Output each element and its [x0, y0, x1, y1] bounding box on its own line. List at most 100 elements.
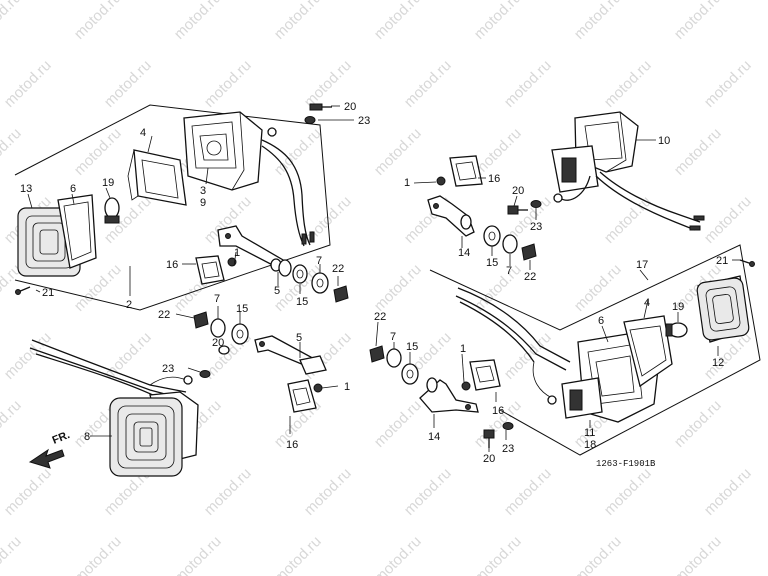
part-label-7: 7: [316, 255, 322, 267]
clip-16-lower: [287, 379, 317, 413]
collar-upper: [278, 259, 292, 277]
screw-21-left: [15, 286, 31, 295]
part-label-8: 8: [84, 431, 90, 443]
part-label-16: 16: [286, 439, 298, 451]
watermark-text: motod.ru: [71, 0, 125, 43]
part-label-19: 19: [672, 301, 684, 313]
watermark-text: motod.ru: [71, 533, 125, 576]
part-label-5: 5: [296, 332, 302, 344]
lamp-8: [109, 391, 199, 477]
watermark-text: motod.ru: [0, 0, 25, 43]
watermark-text: motod.ru: [601, 193, 655, 247]
part-label-1: 1: [404, 177, 410, 189]
watermark-text: motod.ru: [701, 193, 755, 247]
washer-23-right: [530, 200, 542, 208]
part-label-6: 6: [598, 315, 604, 327]
front-left-lower-assembly: [28, 339, 199, 477]
bulb-19: [104, 197, 120, 224]
watermark-text: motod.ru: [601, 57, 655, 111]
washer-23-top: [304, 116, 316, 124]
watermark-text: motod.ru: [501, 465, 555, 519]
washer-7-center: [386, 348, 402, 368]
watermark-text: motod.ru: [371, 261, 425, 315]
watermark-text: motod.ru: [501, 57, 555, 111]
part-label-22: 22: [332, 263, 344, 275]
nut-1-center: [461, 381, 471, 391]
clip-16-right: [449, 155, 483, 187]
washer-7-right: [502, 234, 518, 254]
watermark-text: motod.ru: [271, 533, 325, 576]
watermark-text: motod.ru: [671, 0, 725, 43]
wire-lower-a: [31, 339, 187, 393]
part-label-21: 21: [716, 255, 728, 267]
watermark-text: motod.ru: [371, 533, 425, 576]
watermark-text: motod.ru: [571, 0, 625, 43]
part-label-1: 1: [344, 381, 350, 393]
part-label-20: 20: [512, 185, 524, 197]
grommet-15-upper: [292, 264, 308, 284]
part-label-12: 12: [712, 357, 724, 369]
watermark-text: motod.ru: [0, 533, 25, 576]
part-label-17: 17: [636, 259, 648, 271]
part-label-15: 15: [236, 303, 248, 315]
nut-22-left: [193, 311, 209, 329]
part-label-20: 20: [344, 101, 356, 113]
watermark-text: motod.ru: [1, 57, 55, 111]
watermark-text: motod.ru: [71, 125, 125, 179]
washer-7-left: [210, 318, 226, 338]
part-label-15: 15: [296, 296, 308, 308]
grommet-15-right: [483, 225, 501, 247]
part-label-1: 1: [234, 247, 240, 259]
part-label-13: 13: [20, 183, 32, 195]
nut-22-center: [369, 345, 385, 363]
grommet-15-center: [401, 363, 419, 385]
part-label-4: 4: [140, 127, 146, 139]
washer-7-upper: [311, 272, 329, 294]
center-lower-parts: [369, 345, 514, 448]
part-label-16: 16: [166, 259, 178, 271]
rear-lamp-assembly-17: [429, 244, 761, 456]
diagram-code: 1263-F1901B: [596, 459, 656, 469]
leader-lines: [27, 105, 740, 452]
assembly-outline-2: [14, 104, 331, 311]
part-label-5: 5: [274, 285, 280, 297]
watermark-text: motod.ru: [271, 125, 325, 179]
part-label-4: 4: [644, 297, 650, 309]
stay-14-lower: [419, 377, 479, 413]
screw-20-center: [483, 429, 495, 448]
gasket-6: [57, 194, 97, 269]
watermark-text: motod.ru: [171, 533, 225, 576]
part-label-15: 15: [486, 257, 498, 269]
nut-1-right: [436, 176, 446, 186]
watermark-text: motod.ru: [471, 533, 525, 576]
watermark-text: motod.ru: [701, 57, 755, 111]
part-label-6: 6: [70, 183, 76, 195]
part-label-11: 11: [584, 427, 595, 439]
part-label-1: 1: [460, 343, 466, 355]
rim-4-right: [623, 315, 673, 388]
front-left-lamp-assembly: [14, 104, 331, 311]
watermark-text: motod.ru: [471, 0, 525, 43]
watermark-text: motod.ru: [1, 465, 55, 519]
collar-20-left: [218, 345, 230, 355]
part-label-10: 10: [658, 135, 670, 147]
part-label-23: 23: [358, 115, 370, 127]
part-label-22: 22: [524, 271, 536, 283]
watermark-text: motod.ru: [401, 57, 455, 111]
wire-left-b: [261, 145, 305, 247]
front-direction-arrow: [28, 448, 65, 469]
stay-14-upper: [427, 195, 475, 237]
part-label-20: 20: [212, 337, 224, 349]
part-label-19: 19: [102, 177, 114, 189]
watermark-text: motod.ru: [701, 465, 755, 519]
part-label-23: 23: [530, 221, 542, 233]
watermark-text: motod.ru: [601, 465, 655, 519]
watermark-text: motod.ru: [571, 533, 625, 576]
lamp-10: [551, 111, 639, 193]
watermark-text: motod.ru: [101, 57, 155, 111]
part-label-14: 14: [428, 431, 440, 443]
wire-10-a: [599, 171, 701, 223]
